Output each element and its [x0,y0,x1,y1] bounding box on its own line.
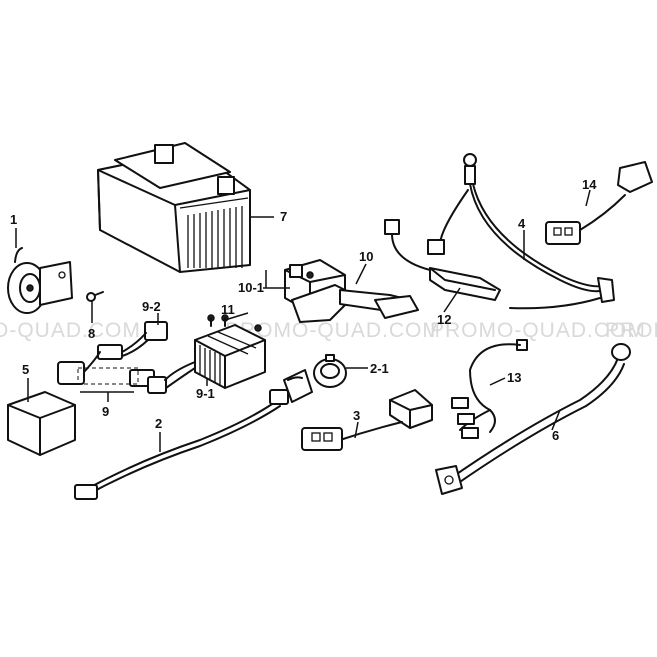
callout-13: 13 [507,370,521,385]
starter-relay-part[interactable] [284,259,419,323]
callout-7: 7 [280,209,287,224]
fuse-box-part[interactable] [384,219,501,301]
callout-6: 6 [552,428,559,443]
callout-10: 10 [359,249,373,264]
callout-11: 11 [221,302,235,317]
watermark-text-mid2: PROMO-QUAD.COM [430,319,646,342]
watermark-text-left: O-QUAD.COM [0,319,141,342]
callout-labels: 1 2 2-1 3 4 5 6 7 8 9 9-1 9-2 10 10-1 11… [10,177,597,443]
callout-10-1: 10-1 [238,280,264,295]
callout-5: 5 [22,362,29,377]
callout-9-1: 9-1 [196,386,215,401]
watermark: O-QUAD.COM PROMO-QUAD.COM PROMO-QUAD.COM… [0,319,657,342]
regulator-part[interactable] [164,324,266,389]
horn-part[interactable] [7,247,73,314]
battery-cable-part[interactable] [439,153,615,310]
connector-harness-part[interactable] [57,321,168,394]
wire-harness-13-part[interactable] [451,339,528,439]
callout-14: 14 [582,177,597,192]
bolt-part[interactable] [86,291,104,302]
battery-part[interactable] [97,142,251,273]
callout-12: 12 [437,312,451,327]
callout-1: 1 [10,212,17,227]
callout-2-1: 2-1 [370,361,389,376]
watermark-text-right: PROMO [605,319,657,342]
watermark-text-mid: PROMO-QUAD.COM [225,319,441,342]
callout-9: 9 [102,404,109,419]
connector-14-part[interactable] [545,161,653,245]
callout-9-2: 9-2 [142,299,161,314]
leader-lines [15,189,591,452]
callout-2: 2 [155,416,162,431]
callout-4: 4 [518,216,526,231]
callout-3: 3 [353,408,360,423]
cable-6-part[interactable] [435,343,631,495]
callout-8: 8 [88,326,95,341]
box-part[interactable] [7,391,76,456]
cable-2-part[interactable] [74,369,313,500]
sensor-part[interactable] [301,389,433,451]
fuse-cap-part[interactable] [313,354,347,388]
